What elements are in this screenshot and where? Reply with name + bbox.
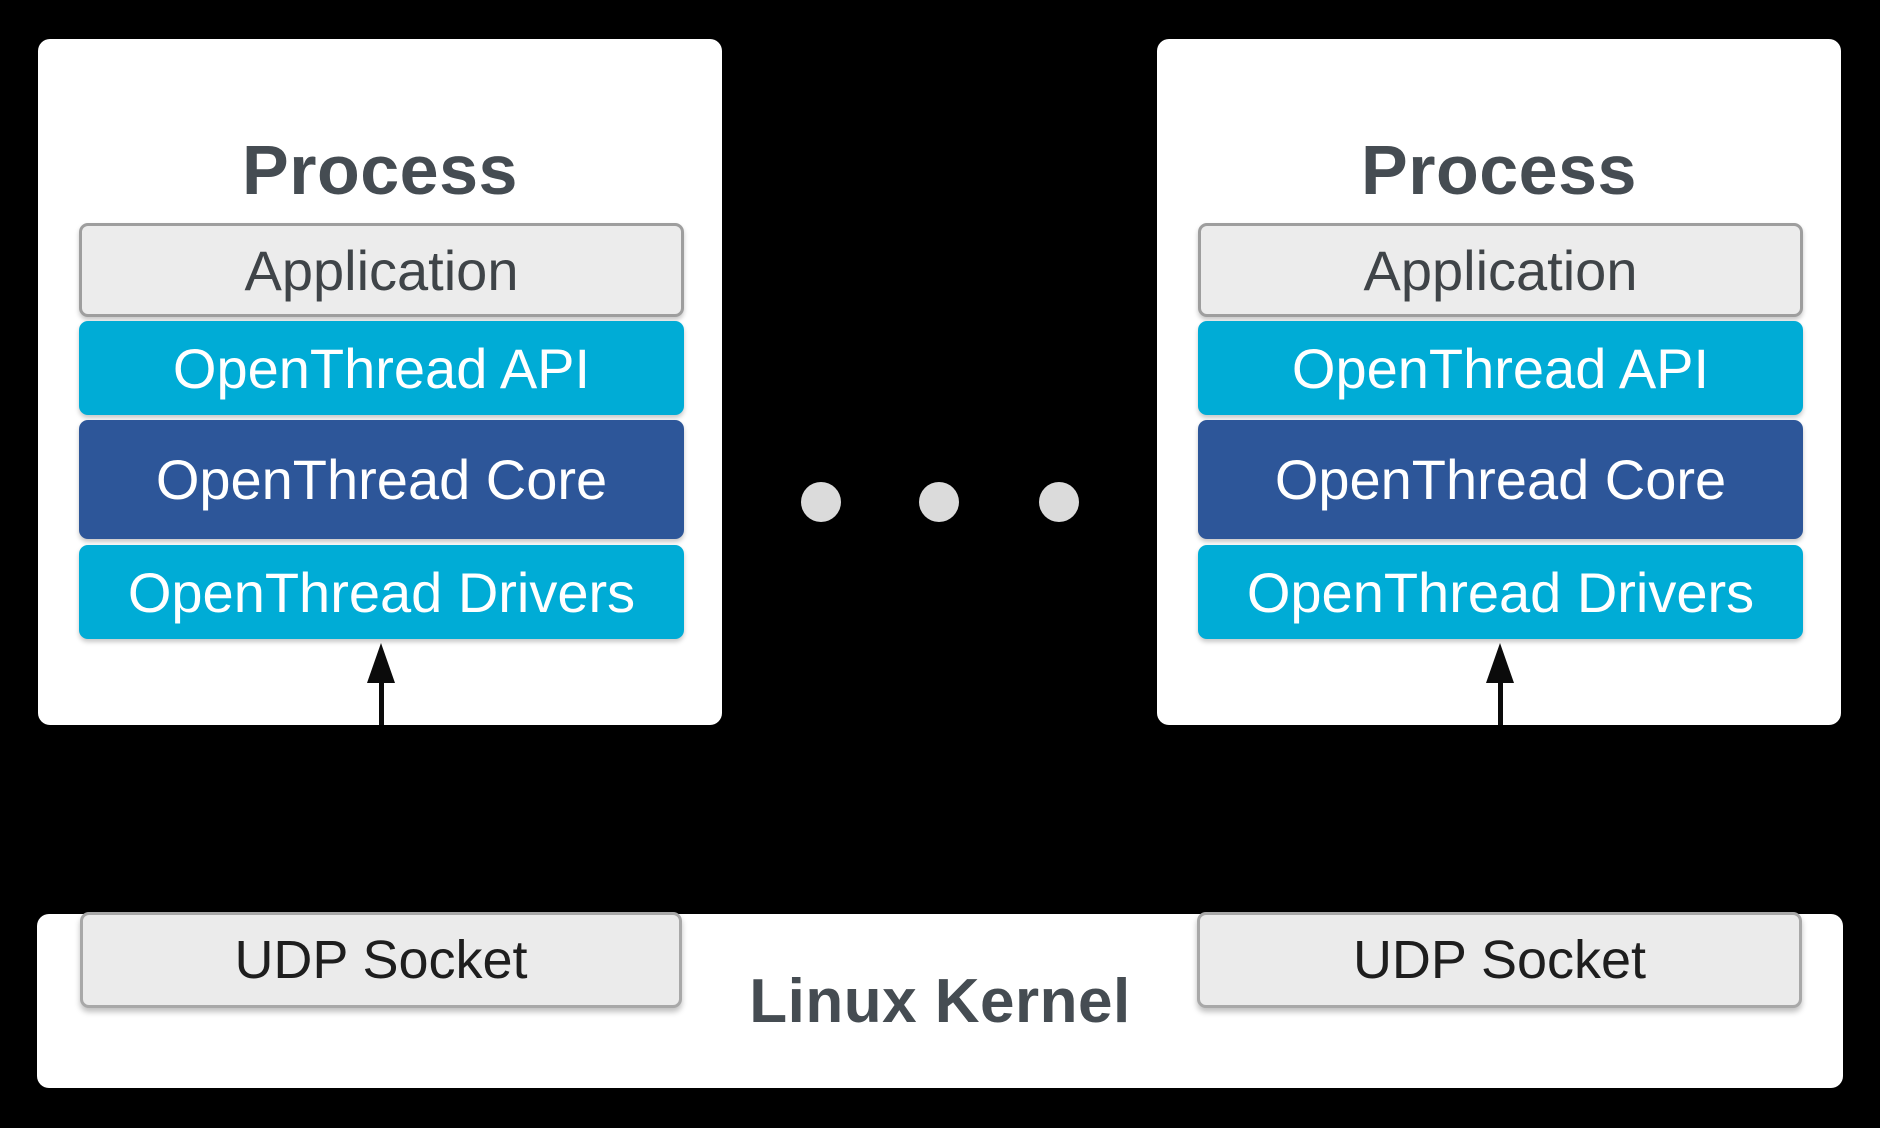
udp-socket-1-label: UDP Socket (234, 930, 528, 990)
layer-application-label: Application (244, 238, 519, 302)
up-arrow-icon (367, 643, 395, 725)
layer-stack: Application OpenThread API OpenThread Co… (1198, 223, 1803, 639)
layer-openthread-drivers-label: OpenThread Drivers (1246, 560, 1755, 624)
layer-stack: Application OpenThread API OpenThread Co… (79, 223, 684, 639)
process-panel-2: Process Application OpenThread API OpenT… (1157, 39, 1841, 725)
layer-openthread-core: OpenThread Core (79, 420, 684, 539)
process-title: Process (1361, 131, 1637, 209)
up-arrow-icon (1486, 643, 1514, 725)
layer-application: Application (79, 223, 684, 317)
ellipsis-dot-icon (919, 482, 959, 522)
arrow-stem (378, 683, 384, 725)
linux-kernel-label: Linux Kernel (749, 966, 1131, 1036)
ellipsis-dot-icon (1039, 482, 1079, 522)
arrow-stem (1497, 683, 1503, 725)
ellipsis-dot-icon (801, 482, 841, 522)
layer-openthread-api-label: OpenThread API (1291, 336, 1710, 400)
layer-openthread-core-label: OpenThread Core (1274, 448, 1727, 511)
layer-application: Application (1198, 223, 1803, 317)
udp-socket-2: UDP Socket (1197, 912, 1802, 1008)
layer-openthread-api-label: OpenThread API (172, 336, 591, 400)
layer-openthread-drivers-label: OpenThread Drivers (127, 560, 636, 624)
layer-openthread-drivers: OpenThread Drivers (79, 545, 684, 639)
layer-application-label: Application (1363, 238, 1638, 302)
linux-kernel-bar: Linux Kernel UDP Socket UDP Socket (37, 912, 1843, 1088)
process-panel-1: Process Application OpenThread API OpenT… (38, 39, 722, 725)
layer-openthread-api: OpenThread API (1198, 321, 1803, 415)
udp-socket-1: UDP Socket (80, 912, 682, 1008)
layer-openthread-core: OpenThread Core (1198, 420, 1803, 539)
layer-openthread-core-label: OpenThread Core (155, 448, 608, 511)
process-title: Process (242, 131, 518, 209)
layer-openthread-drivers: OpenThread Drivers (1198, 545, 1803, 639)
udp-socket-2-label: UDP Socket (1352, 930, 1647, 990)
arrowhead (367, 643, 395, 683)
layer-openthread-api: OpenThread API (79, 321, 684, 415)
arrowhead (1486, 643, 1514, 683)
